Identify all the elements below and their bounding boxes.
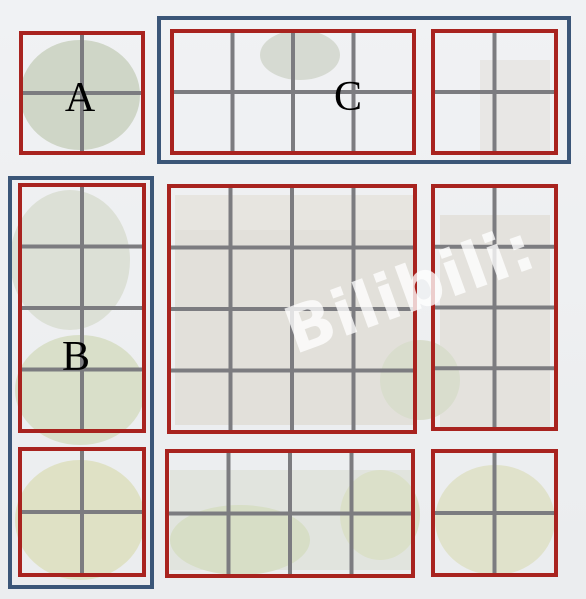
group-frame-b (8, 176, 154, 589)
pane-center-large-frame (167, 184, 417, 434)
pane-right-tall (431, 184, 558, 431)
pane-c-left (170, 29, 416, 155)
pane-bottom-center (165, 449, 415, 578)
pane-c-right (431, 29, 558, 155)
pane-center-large (167, 184, 417, 434)
pane-bottom-center-frame (165, 449, 415, 578)
pane-right-tall-frame (431, 184, 558, 431)
pane-b-tall-frame (18, 183, 146, 433)
label-c: C (333, 74, 363, 120)
label-a: A (64, 75, 96, 121)
pane-bottom-left-frame (18, 447, 146, 577)
group-frame-c (157, 16, 571, 164)
pane-c-right-frame (431, 29, 558, 155)
pane-a (19, 31, 145, 155)
pane-bottom-right-frame (431, 449, 558, 577)
pane-b-tall (18, 183, 146, 433)
pane-c-left-frame (170, 29, 416, 155)
label-b: B (61, 334, 91, 380)
pane-a-frame (19, 31, 145, 155)
pane-bottom-right (431, 449, 558, 577)
pane-bottom-left (18, 447, 146, 577)
